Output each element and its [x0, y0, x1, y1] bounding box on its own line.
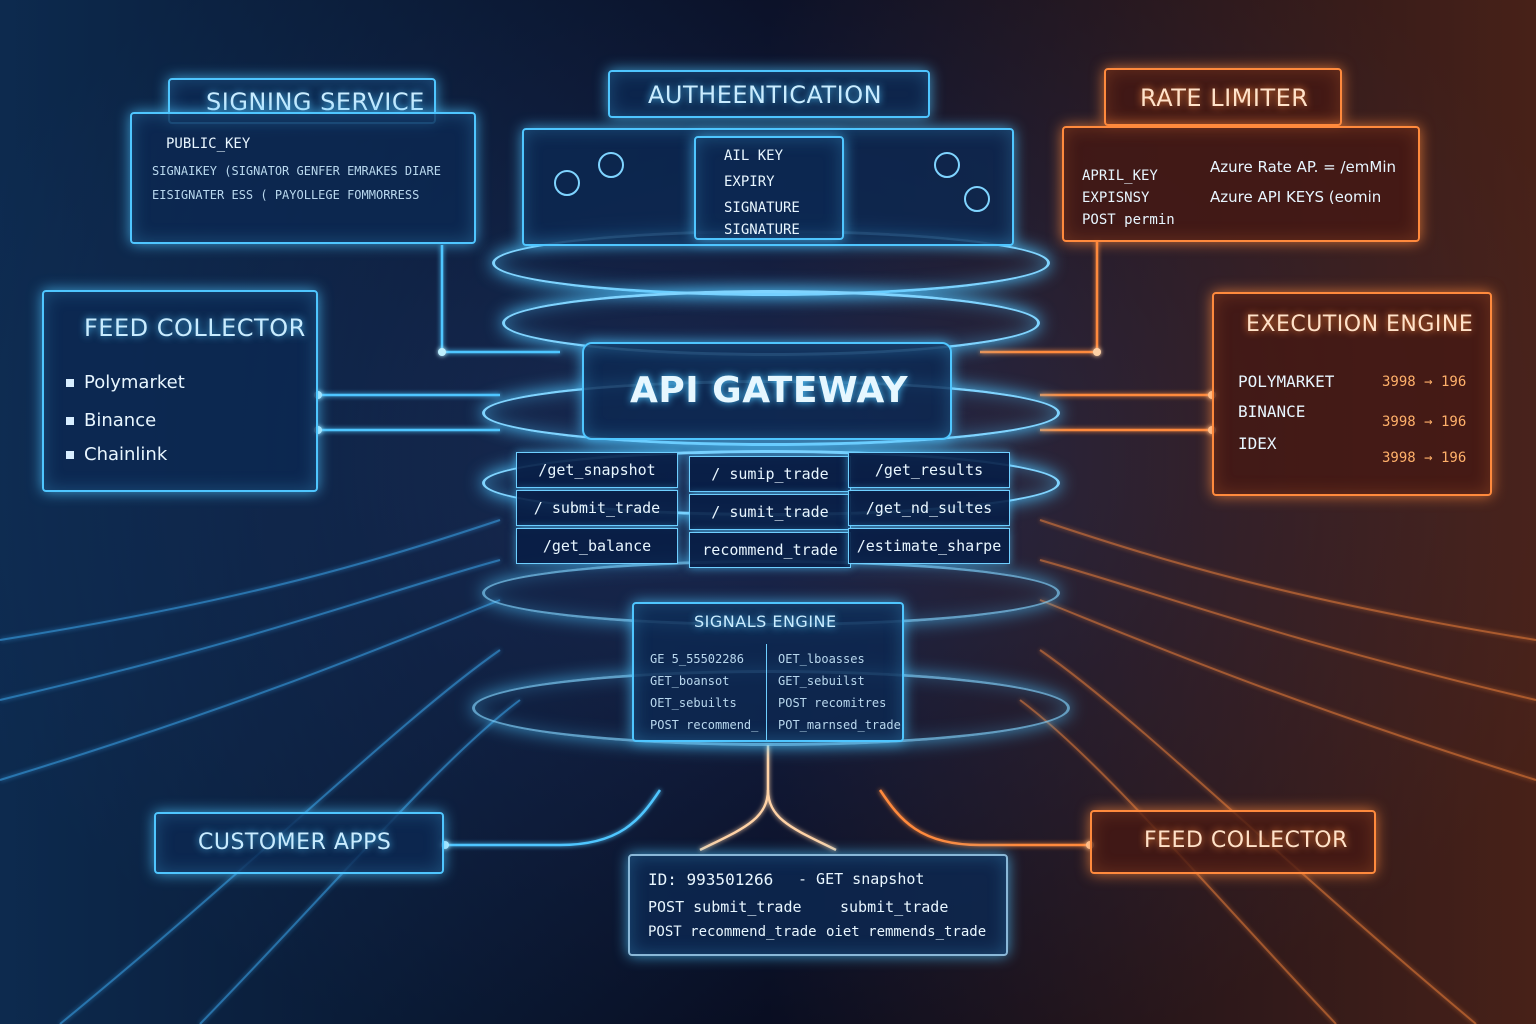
auth-field: SIGNATURE — [724, 200, 800, 216]
lock-icon — [964, 186, 990, 212]
feed-item: Binance — [66, 410, 156, 431]
endpoint-cell[interactable]: /get_snapshot — [516, 452, 678, 488]
signals-engine-title: SIGNALS ENGINE — [694, 612, 837, 631]
rate-limiter-panel: APRIL_KEY EXPISNSY POST permin Azure Rat… — [1062, 126, 1420, 242]
rate-right-line: Azure Rate AP. = /emMin — [1210, 158, 1396, 176]
signing-line: EISIGNATER ESS ( PAYOLLEGE FOMMORRESS — [152, 188, 420, 202]
exec-item-name: BINANCE — [1238, 402, 1306, 421]
customer-apps-panel: CUSTOMER APPS — [154, 812, 444, 874]
auth-field: SIGNATURE — [724, 222, 800, 238]
rate-right-line: Azure API KEYS (eomin — [1210, 188, 1382, 206]
key-icon — [554, 170, 580, 196]
endpoint-cell[interactable]: /get_balance — [516, 528, 678, 564]
endpoint-cell[interactable]: /get_results — [848, 452, 1010, 488]
signing-service-title: SIGNING SERVICE — [206, 88, 425, 116]
bullet-icon — [66, 417, 74, 425]
signal-left-line: GET_boansot — [650, 674, 730, 688]
execution-engine-title: EXECUTION ENGINE — [1246, 312, 1474, 337]
x-icon — [598, 152, 624, 178]
endpoint-cell[interactable]: recommend_trade — [689, 532, 851, 568]
authentication-title-box: AUTHEENTICATION — [608, 70, 930, 118]
log-left: POST recommend_trade — [648, 924, 817, 940]
feed-collector-left-panel: FEED COLLECTOR Polymarket Binance Chainl… — [42, 290, 318, 492]
endpoint-cell[interactable]: / sumit_trade — [689, 494, 851, 530]
rate-left-line: EXPISNSY — [1082, 190, 1150, 206]
auth-field: AIL KEY — [724, 148, 784, 164]
rate-left-line: POST permin — [1082, 212, 1175, 228]
exec-item-name: IDEX — [1238, 434, 1277, 453]
rate-limiter-title-box: RATE LIMITER — [1104, 68, 1342, 126]
rate-left-line: APRIL_KEY — [1082, 168, 1158, 184]
divider — [766, 644, 767, 740]
feed-item: Polymarket — [66, 372, 185, 393]
log-left: POST submit_trade — [648, 898, 802, 916]
auth-fields-box: AIL KEY EXPIRY SIGNATURE SIGNATURE — [694, 136, 844, 240]
feed-collector-left-title: FEED COLLECTOR — [84, 314, 306, 342]
log-right: - GET snapshot — [798, 870, 925, 888]
signing-line: PUBLIC_KEY — [166, 136, 251, 152]
bullet-icon — [66, 451, 74, 459]
exec-item-value: 3998 → 196 — [1382, 374, 1467, 390]
signals-engine-panel: SIGNALS ENGINE GE 5_55502286 GET_boansot… — [632, 602, 904, 742]
signal-left-line: GE 5_55502286 — [650, 652, 744, 666]
signal-right-line: POT_marnsed_trade — [778, 718, 901, 732]
exec-item-value: 3998 → 196 — [1382, 414, 1467, 430]
signal-right-line: OET_lboasses — [778, 652, 865, 666]
exec-item-name: POLYMARKET — [1238, 372, 1335, 391]
signal-right-line: GET_sebuilst — [778, 674, 865, 688]
signal-left-line: OET_sebuilts — [650, 696, 737, 710]
endpoint-cell[interactable]: /estimate_sharpe — [848, 528, 1010, 564]
exec-item-value: 3998 → 196 — [1382, 450, 1467, 466]
authentication-panel: AIL KEY EXPIRY SIGNATURE SIGNATURE — [522, 128, 1014, 246]
feed-collector-right-panel: FEED COLLECTOR — [1090, 810, 1376, 874]
log-left: ID: 993501266 — [648, 870, 774, 889]
feed-item: Chainlink — [66, 444, 167, 465]
api-gateway-title-box: API GATEWAY — [582, 342, 952, 440]
signing-line: SIGNAIKEY (SIGNATOR GENFER EMRAKES DIARE — [152, 164, 441, 178]
rate-limiter-title: RATE LIMITER — [1140, 84, 1309, 112]
signal-right-line: POST recomitres — [778, 696, 887, 710]
feed-collector-right-title: FEED COLLECTOR — [1144, 828, 1348, 853]
api-gateway-title: API GATEWAY — [630, 370, 909, 411]
endpoint-cell[interactable]: / submit_trade — [516, 490, 678, 526]
signing-service-panel: PUBLIC_KEY SIGNAIKEY (SIGNATOR GENFER EM… — [130, 112, 476, 244]
bullet-icon — [66, 379, 74, 387]
endpoint-cell[interactable]: /get_nd_sultes — [848, 490, 1010, 526]
request-log-panel: ID: 993501266 - GET snapshot POST submit… — [628, 854, 1008, 956]
log-right: submit_trade — [840, 898, 949, 916]
log-right: oiet remmends_trade — [826, 924, 987, 940]
signal-left-line: POST recommend_ — [650, 718, 759, 732]
execution-engine-panel: EXECUTION ENGINE POLYMARKET 3998 → 196 B… — [1212, 292, 1492, 496]
authentication-title: AUTHEENTICATION — [648, 81, 883, 109]
eye-icon — [934, 152, 960, 178]
endpoint-cell[interactable]: / sumip_trade — [689, 456, 851, 492]
customer-apps-title: CUSTOMER APPS — [198, 830, 392, 855]
auth-field: EXPIRY — [724, 174, 775, 190]
